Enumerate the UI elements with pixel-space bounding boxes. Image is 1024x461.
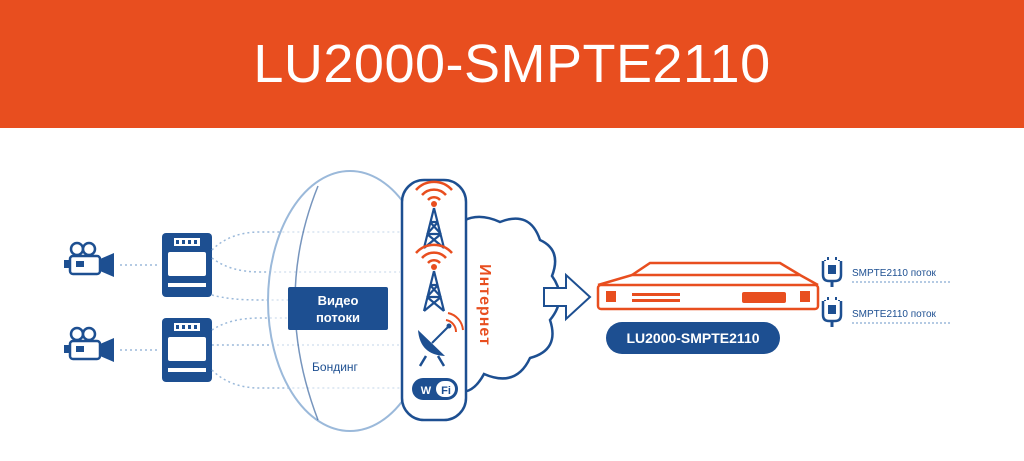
bonding-connections: [211, 231, 400, 389]
device-label: LU2000-SMPTE2110: [626, 330, 759, 346]
network-links-panel: [400, 178, 468, 422]
plug-icon: [821, 255, 843, 289]
bonding-label: Бондинг: [312, 360, 359, 374]
output-label: SMPTE2110 поток: [852, 309, 937, 320]
encoder-icon: [162, 233, 212, 297]
svg-text:W: W: [421, 385, 432, 397]
encoder-icon: [162, 318, 212, 382]
video-streams-label: Видео: [318, 293, 359, 308]
camera-icon: [62, 241, 116, 279]
title-banner: LU2000-SMPTE2110: [0, 0, 1024, 128]
video-streams-label: потоки: [316, 310, 360, 325]
bonding-diagram: Видео потоки Бондинг Интернет W Fi LU200…: [62, 170, 950, 432]
plug-icon: [821, 295, 843, 329]
camera-icon: [62, 326, 116, 364]
satellite-dish-icon: [418, 312, 464, 367]
output-label: SMPTE2110 поток: [852, 268, 937, 279]
arrow-icon: [543, 272, 592, 322]
rack-server-icon: [596, 261, 820, 311]
video-streams-box: [288, 287, 388, 330]
svg-text:Fi: Fi: [441, 385, 451, 397]
internet-label: Интернет: [476, 264, 493, 346]
wifi-icon: W Fi: [412, 378, 458, 400]
page-title: LU2000-SMPTE2110: [253, 34, 771, 94]
device-label-badge: [606, 322, 780, 354]
